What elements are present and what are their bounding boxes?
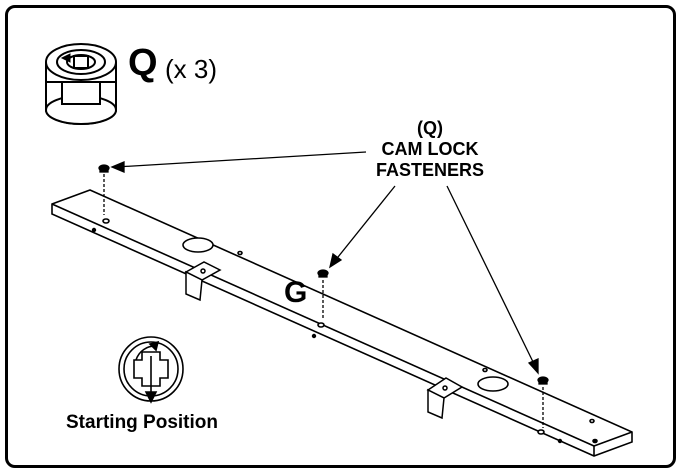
callout-line-3: FASTENERS: [375, 160, 485, 180]
cam-lock-fastener-1: [98, 164, 110, 215]
cam-lock-icon: [45, 43, 117, 125]
callout-line-1: (Q): [417, 118, 443, 138]
panel-g: [51, 189, 633, 457]
cam-lock-fastener-2: [317, 269, 329, 320]
callout-label: (Q) CAM LOCK FASTENERS: [360, 118, 500, 181]
part-quantity: (x 3): [165, 54, 217, 84]
cam-lock-fastener-3: [537, 376, 549, 428]
cam-lock-rotation-icon: [118, 336, 184, 404]
bracket-right: [426, 377, 464, 420]
leader-arrows: [110, 151, 539, 375]
callout-line-2: CAM LOCK: [381, 139, 479, 159]
part-letter: Q: [128, 42, 158, 84]
panel-label: G: [284, 276, 308, 309]
starting-position-label: Starting Position: [66, 412, 218, 433]
instruction-frame: [5, 5, 676, 468]
bracket-left: [184, 261, 222, 302]
